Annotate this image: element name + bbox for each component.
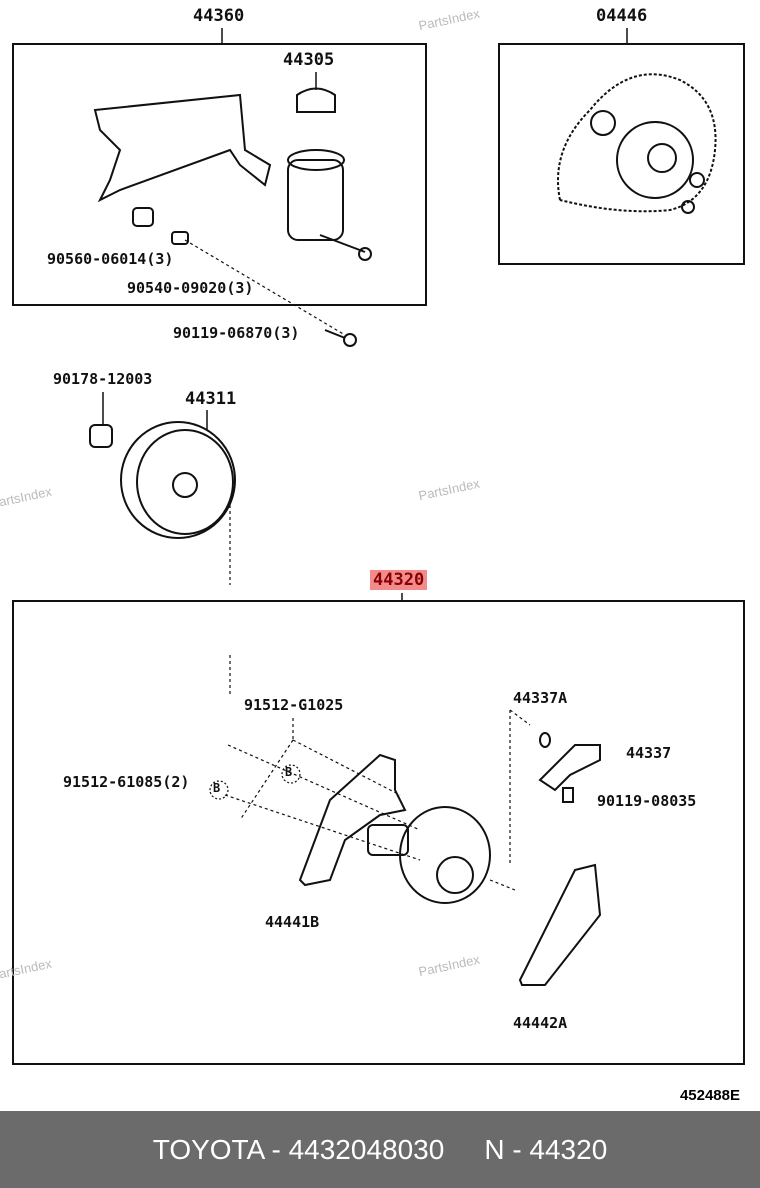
label-44320-highlighted[interactable]: 44320 — [370, 570, 428, 590]
parts-illustration — [89, 28, 717, 986]
part-44337 — [538, 732, 601, 803]
label-90540-09020[interactable]: 90540-09020(3) — [127, 279, 254, 297]
label-44442a[interactable]: 44442A — [513, 1014, 568, 1032]
bracket-44441b — [298, 753, 407, 887]
nut-90560 — [132, 207, 154, 227]
group-box-44320 — [12, 600, 745, 1065]
pulley-44311 — [89, 421, 236, 539]
label-44337[interactable]: 44337 — [626, 744, 672, 762]
footer-reference: N - 44320 — [484, 1133, 608, 1165]
group-box-04446 — [498, 43, 745, 265]
gasket-04446 — [557, 73, 717, 214]
marker-b-circles — [209, 764, 301, 800]
marker-b: B — [213, 781, 221, 795]
label-44311[interactable]: 44311 — [185, 389, 237, 409]
label-04446[interactable]: 04446 — [596, 6, 648, 26]
label-44305[interactable]: 44305 — [283, 50, 335, 70]
diagram-code: 452488E — [679, 1087, 740, 1104]
leader-lines — [102, 28, 628, 600]
label-90119-06870[interactable]: 90119-06870(3) — [173, 324, 300, 342]
bolt-90119 — [324, 329, 357, 347]
label-91512-61085[interactable]: 91512-61085(2) — [63, 773, 190, 791]
label-44337a[interactable]: 44337A — [513, 689, 568, 707]
label-44441b[interactable]: 44441B — [265, 913, 320, 931]
group-box-44360 — [12, 43, 427, 306]
collar-90540 — [171, 231, 189, 245]
dashed-lines — [184, 239, 531, 891]
label-91512-g1025[interactable]: 91512-G1025 — [244, 696, 344, 714]
label-90560-06014[interactable]: 90560-06014(3) — [47, 250, 174, 268]
footer-bar: TOYOTA - 4432048030 N - 44320 — [0, 1111, 760, 1188]
bracket-44360 — [93, 93, 272, 203]
highlight: 44320 — [370, 570, 428, 590]
label-44360[interactable]: 44360 — [193, 6, 245, 26]
footer-part-number: TOYOTA - 4432048030 — [152, 1133, 445, 1165]
label-90119-08035[interactable]: 90119-08035 — [597, 792, 697, 810]
marker-b: B — [285, 765, 293, 779]
pump-body — [367, 806, 491, 904]
stay-44442a — [518, 863, 602, 986]
reservoir-44305 — [287, 87, 372, 261]
label-90178-12003[interactable]: 90178-12003 — [53, 370, 153, 388]
